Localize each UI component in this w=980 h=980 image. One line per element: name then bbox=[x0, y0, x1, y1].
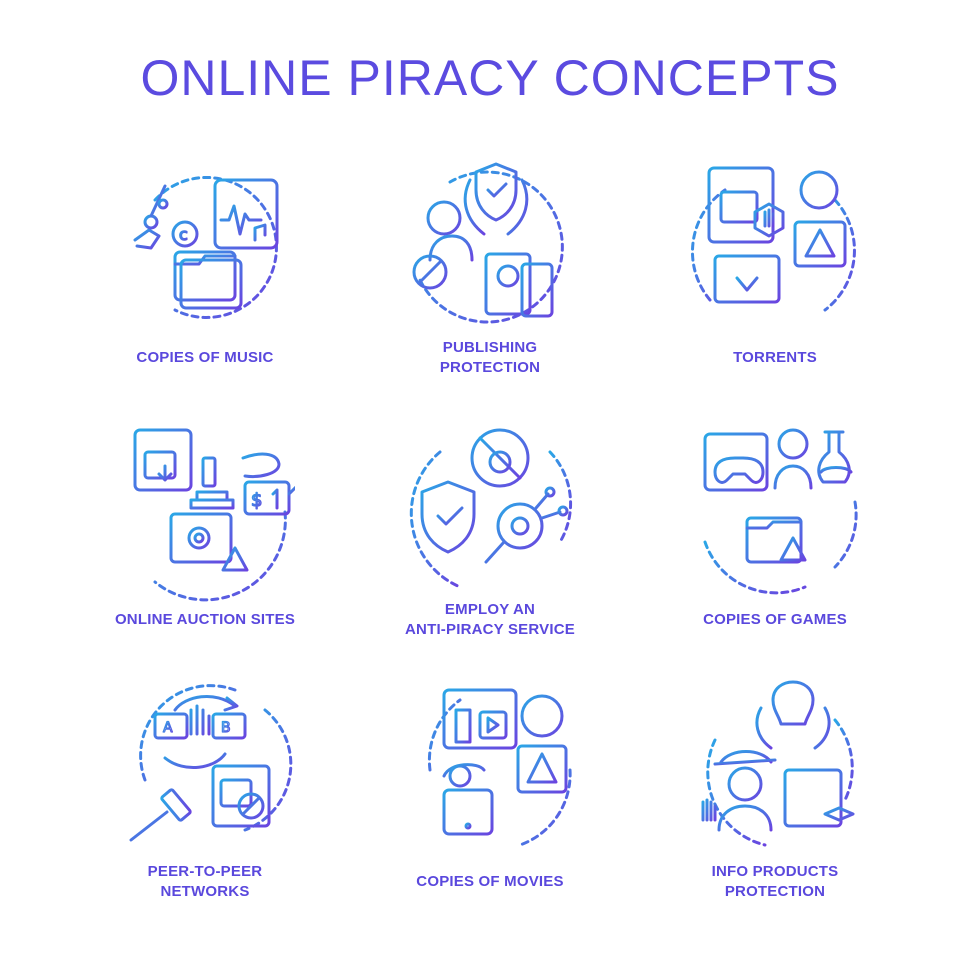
concept-label: PUBLISHING PROTECTION bbox=[439, 339, 541, 376]
concept-peer-to-peer-networks: A B PEER-TO-PEER NETWORKS bbox=[55, 680, 355, 960]
concept-label: COPIES OF MOVIES bbox=[416, 873, 564, 890]
concept-label: COPIES OF GAMES bbox=[703, 611, 847, 628]
publishing-protection-icon bbox=[400, 160, 580, 340]
info-products-icon bbox=[685, 680, 865, 860]
concept-info-products-protection: INFO PRODUCTS PROTECTION bbox=[625, 680, 925, 960]
svg-text:B: B bbox=[221, 720, 231, 736]
concept-label: COPIES OF MUSIC bbox=[136, 349, 274, 366]
svg-text:A: A bbox=[163, 720, 173, 736]
page-title: ONLINE PIRACY CONCEPTS bbox=[140, 50, 840, 106]
peer-to-peer-icon: A B bbox=[115, 680, 295, 860]
movie-copy-icon bbox=[400, 680, 580, 860]
music-copy-icon: c bbox=[115, 160, 295, 340]
anti-piracy-shield-icon bbox=[400, 422, 580, 602]
concept-online-auction-sites: $ ONLINE AUCTION SITES bbox=[55, 422, 355, 702]
concept-label: TORRENTS bbox=[733, 349, 817, 366]
concept-anti-piracy-service: EMPLOY AN ANTI-PIRACY SERVICE bbox=[340, 422, 640, 702]
svg-text:$: $ bbox=[251, 490, 262, 511]
concept-publishing-protection: PUBLISHING PROTECTION bbox=[340, 160, 640, 440]
concept-torrents: TORRENTS bbox=[625, 160, 925, 440]
svg-text:c: c bbox=[179, 225, 188, 244]
concept-label: PEER-TO-PEER NETWORKS bbox=[147, 863, 263, 900]
gamepad-copy-icon bbox=[685, 422, 865, 602]
concept-label: INFO PRODUCTS PROTECTION bbox=[711, 863, 839, 900]
concept-copies-of-movies: COPIES OF MOVIES bbox=[340, 680, 640, 960]
auction-gavel-icon: $ bbox=[115, 422, 295, 602]
concept-copies-of-games: COPIES OF GAMES bbox=[625, 422, 925, 702]
concept-label: ONLINE AUCTION SITES bbox=[114, 611, 296, 628]
torrent-download-icon bbox=[685, 160, 865, 340]
concept-label: EMPLOY AN ANTI-PIRACY SERVICE bbox=[405, 601, 575, 638]
concept-copies-of-music: c COPIES OF MUSIC bbox=[55, 160, 355, 440]
